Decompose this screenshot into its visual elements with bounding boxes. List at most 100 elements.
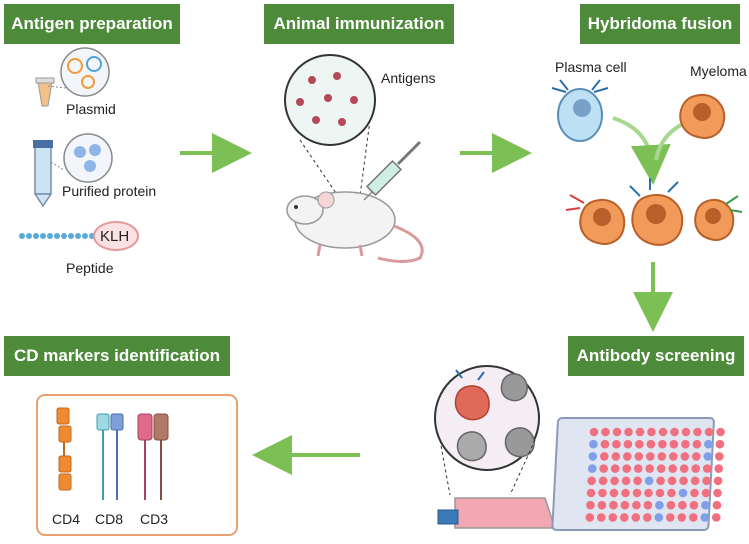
myeloma-cell-icon (679, 93, 726, 139)
label-antigens: Antigens (381, 70, 436, 86)
tube-icon (35, 77, 55, 107)
well (658, 427, 668, 437)
well (679, 464, 689, 473)
well (713, 476, 723, 486)
arrow-fusion-merge-left (612, 116, 671, 185)
label-cd4: CD4 (52, 511, 81, 527)
protein-vial-icon (33, 133, 113, 208)
well (667, 488, 676, 498)
well (681, 439, 690, 449)
well (655, 500, 664, 510)
header-antigen-preparation: Antigen preparation (4, 4, 180, 44)
well (621, 476, 631, 486)
well (715, 452, 724, 461)
well (586, 488, 596, 498)
well (612, 439, 621, 449)
well (657, 452, 667, 461)
header-animal-immunization: Animal immunization (264, 4, 454, 44)
well (656, 476, 665, 486)
culture-flask-icon (437, 497, 557, 529)
hybridoma-cells-icon (565, 178, 743, 246)
well (621, 488, 630, 498)
well (692, 439, 702, 449)
well (598, 476, 608, 486)
well (677, 513, 687, 522)
well (609, 488, 619, 498)
well (693, 427, 702, 437)
well (702, 476, 711, 486)
well (589, 439, 598, 449)
well (598, 488, 607, 498)
well (601, 427, 610, 437)
well (600, 452, 609, 461)
well (704, 427, 714, 437)
well (600, 439, 610, 449)
well (704, 439, 713, 449)
well (635, 439, 644, 449)
well (690, 488, 699, 498)
well (692, 452, 701, 461)
well (713, 488, 722, 498)
label-myeloma: Myeloma (690, 63, 747, 79)
screening-magnifier-icon (434, 365, 540, 496)
well (702, 464, 712, 473)
well-plate-wells (585, 427, 725, 522)
label-plasma-cell: Plasma cell (555, 59, 627, 75)
well (634, 452, 644, 461)
well (689, 513, 698, 522)
well (599, 464, 608, 473)
well (645, 464, 654, 473)
well (609, 500, 618, 510)
well (700, 513, 710, 522)
well (622, 464, 631, 473)
header-cd-markers-identification: CD markers identification (4, 336, 230, 376)
syringe-icon (363, 140, 422, 201)
well (666, 513, 675, 522)
well (655, 488, 665, 498)
cd-markers-frame (36, 394, 238, 536)
well (670, 427, 679, 437)
label-purified-protein: Purified protein (62, 183, 157, 199)
well-plate-icon (551, 417, 715, 531)
label-cd3: CD3 (140, 511, 169, 527)
well (689, 500, 699, 510)
label-klh: KLH (100, 228, 130, 245)
well (643, 500, 653, 510)
well (714, 464, 723, 473)
well (666, 500, 676, 510)
well (680, 452, 690, 461)
well (587, 464, 597, 473)
well (623, 439, 633, 449)
peptide-chain-icon (19, 221, 139, 251)
well (701, 488, 711, 498)
well (610, 464, 620, 473)
well (597, 500, 607, 510)
well (632, 488, 642, 498)
well (644, 476, 654, 486)
well (586, 500, 595, 510)
well (712, 500, 722, 510)
well (635, 427, 645, 437)
well (681, 427, 691, 437)
well (633, 464, 643, 473)
well (701, 500, 710, 510)
well (643, 513, 652, 522)
well (646, 452, 655, 461)
well (597, 513, 606, 522)
well (612, 427, 622, 437)
well (633, 476, 642, 486)
well (690, 476, 700, 486)
well (691, 464, 700, 473)
antigen-magnifier-icon (284, 54, 376, 197)
well (631, 513, 641, 522)
well (588, 452, 598, 461)
well (656, 464, 666, 473)
plasmid-icon (47, 47, 110, 97)
header-antibody-screening: Antibody screening (568, 336, 744, 376)
well (668, 464, 677, 473)
well (715, 439, 725, 449)
well (703, 452, 713, 461)
well (624, 427, 633, 437)
well (667, 476, 677, 486)
